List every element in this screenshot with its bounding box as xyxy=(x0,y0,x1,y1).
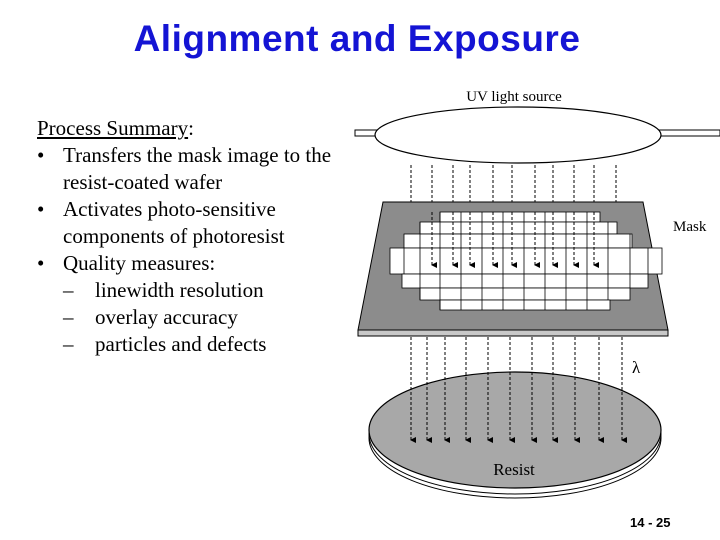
bullet-list: Transfers the mask image to the resist-c… xyxy=(37,142,367,358)
mask-pattern xyxy=(389,211,663,311)
mask-edge xyxy=(357,329,669,337)
process-summary: Process Summary: Transfers the mask imag… xyxy=(37,115,367,358)
resist-label: Resist xyxy=(493,460,535,479)
die-row xyxy=(419,221,618,235)
bullet-item: Activates photo-sensitive components of … xyxy=(37,196,367,250)
mask-label: Mask xyxy=(673,219,707,235)
die-row xyxy=(389,247,663,275)
lamp-bulb xyxy=(374,106,662,164)
bullet-item: Quality measures: xyxy=(37,250,367,277)
exposure-diagram: UV light source xyxy=(354,89,720,499)
sub-bullet-item: linewidth resolution xyxy=(37,277,367,304)
resist-surface xyxy=(368,371,662,489)
mask-plate: Mask xyxy=(357,201,707,337)
wafer: Resist xyxy=(368,371,662,499)
mask-arrow-overlay xyxy=(431,212,599,268)
mask-grid-lines xyxy=(403,212,649,310)
die-row xyxy=(439,299,611,311)
uv-light-label: UV light source xyxy=(466,89,562,105)
lower-light-rays: λ xyxy=(410,337,641,443)
die-row xyxy=(439,211,601,223)
slide-title: Alignment and Exposure xyxy=(133,18,581,59)
summary-heading: Process Summary xyxy=(37,116,189,140)
sub-bullet-item: overlay accuracy xyxy=(37,304,367,331)
sub-bullet-item: particles and defects xyxy=(37,331,367,358)
wavelength-label: λ xyxy=(632,358,641,377)
die-row xyxy=(419,287,631,301)
die-row xyxy=(401,273,649,289)
summary-heading-line: Process Summary: xyxy=(37,115,367,142)
lamp-rod-right xyxy=(654,129,720,137)
bullet-item: Transfers the mask image to the resist-c… xyxy=(37,142,367,196)
summary-heading-colon: : xyxy=(188,116,194,140)
page-number: 14 - 25 xyxy=(630,515,671,530)
uv-lamp: UV light source xyxy=(354,89,720,164)
die-row xyxy=(403,233,633,249)
